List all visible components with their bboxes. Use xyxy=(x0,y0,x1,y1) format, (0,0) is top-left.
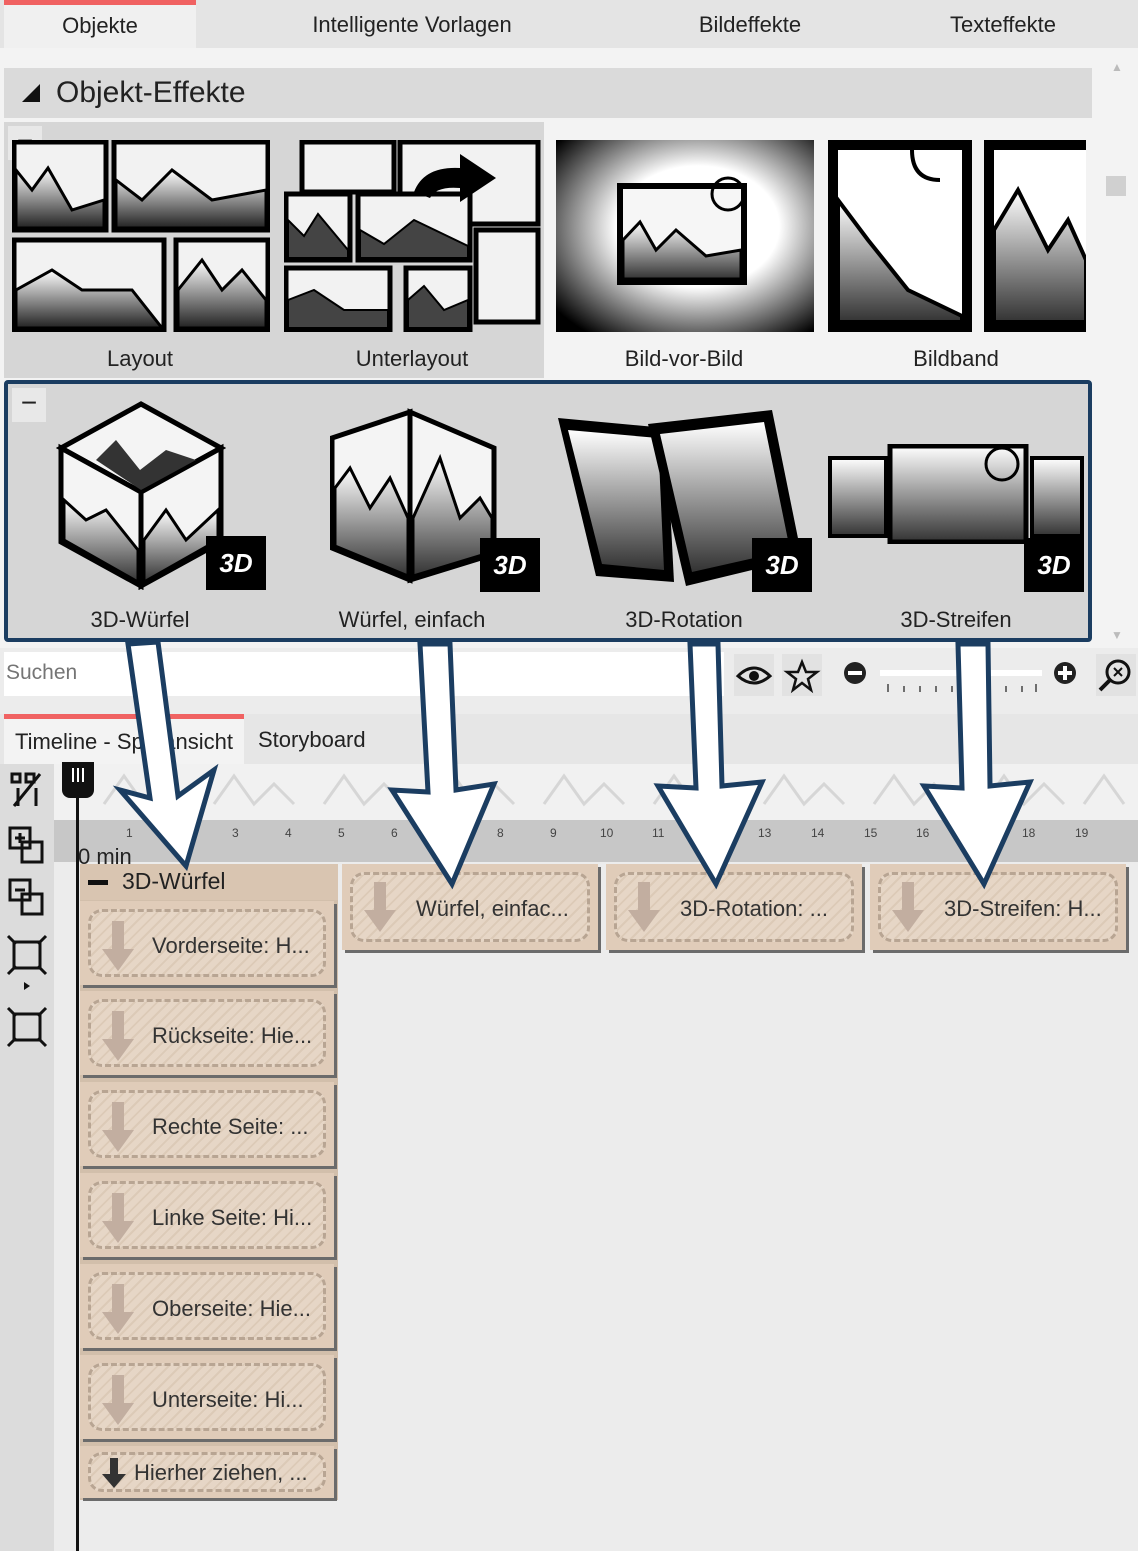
clip-label: 3D-Rotation: ... xyxy=(680,896,828,921)
tab-intelligente-vorlagen[interactable]: Intelligente Vorlagen xyxy=(312,12,512,37)
tile-label-3d-streifen: 3D-Streifen xyxy=(900,607,1012,632)
clip-vorderseite[interactable]: Vorderseite: H... xyxy=(80,901,334,985)
clip-label: Würfel, einfac... xyxy=(416,896,569,921)
eye-icon[interactable] xyxy=(734,654,774,696)
ruler-tick: 16 xyxy=(916,826,930,840)
add-track-icon[interactable] xyxy=(8,826,46,864)
unterlayout-icon[interactable] xyxy=(284,140,542,332)
playhead-handle[interactable] xyxy=(62,762,94,798)
ruler-tick: 5 xyxy=(338,826,345,840)
tab-timeline-spuransicht[interactable]: Timeline - Spuransicht xyxy=(4,714,244,764)
group-header[interactable]: 3D-Würfel xyxy=(80,864,338,900)
panel-scrollbar[interactable]: ▲ ▼ xyxy=(1104,60,1128,645)
tile-label-layout: Layout xyxy=(106,346,174,371)
clip-3d-streifen[interactable]: 3D-Streifen: H... xyxy=(870,864,1126,950)
ruler-tick: 1 xyxy=(126,826,133,840)
ruler-tick: 8 xyxy=(497,826,504,840)
clip-label: 3D-Streifen: H... xyxy=(944,896,1102,921)
zoom-slider[interactable] xyxy=(880,668,1042,696)
collapse-dash-icon[interactable] xyxy=(88,880,108,885)
section-header[interactable]: Objekt-Effekte xyxy=(4,68,1092,118)
tile-label-bild-vor-bild: Bild-vor-Bild xyxy=(624,346,744,371)
clip-label: Rechte Seite: ... xyxy=(152,1114,309,1139)
clip-label: Vorderseite: H... xyxy=(152,933,310,958)
top-tab-bar: Objekte Intelligente Vorlagen Bildeffekt… xyxy=(0,0,1138,48)
tab-texteffekte[interactable]: Texteffekte xyxy=(950,12,1056,37)
tile-label-3d-rotation: 3D-Rotation xyxy=(625,607,743,632)
zoom-out-icon[interactable] xyxy=(842,660,868,686)
ruler-tick: 18 xyxy=(1022,826,1036,840)
3d-streifen-icon[interactable]: 3D xyxy=(828,444,1084,592)
collapse-3d-group-button[interactable]: − xyxy=(12,388,46,422)
clip-oberseite[interactable]: Oberseite: Hie... xyxy=(80,1264,334,1348)
ruler-tick: 2 xyxy=(179,826,186,840)
clip-linke-seite[interactable]: Linke Seite: Hi... xyxy=(80,1173,334,1257)
3d-badge: 3D xyxy=(752,538,812,592)
clip-3d-rotation[interactable]: 3D-Rotation: ... xyxy=(606,864,862,950)
3d-badge: 3D xyxy=(206,536,266,590)
3d-badge: 3D xyxy=(480,538,540,592)
ruler-tick: 11 xyxy=(652,826,665,840)
clip-unterseite[interactable]: Unterseite: Hi... xyxy=(80,1355,334,1439)
split-track-icon[interactable] xyxy=(8,770,46,808)
ruler-tick: 19 xyxy=(1075,826,1089,840)
3d-rotation-icon[interactable]: 3D xyxy=(556,408,812,592)
ruler-tick: 13 xyxy=(758,826,772,840)
remove-track-icon[interactable] xyxy=(8,878,46,916)
zoom-fit-icon[interactable] xyxy=(1096,654,1136,696)
clip-label: Hierher ziehen, ... xyxy=(134,1460,308,1485)
scroll-thumb[interactable] xyxy=(1106,176,1126,196)
tile-label-bildband: Bildband xyxy=(913,346,999,371)
clip-label: Rückseite: Hie... xyxy=(152,1023,313,1048)
tab-storyboard[interactable]: Storyboard xyxy=(258,727,366,752)
star-icon[interactable] xyxy=(782,654,822,696)
expand-tracks-icon[interactable] xyxy=(6,1006,48,1048)
scroll-up-icon[interactable]: ▲ xyxy=(1111,60,1123,74)
bildband-icon[interactable] xyxy=(828,140,1086,332)
clip-rueckseite[interactable]: Rückseite: Hie... xyxy=(80,991,334,1075)
search-field[interactable] xyxy=(4,652,724,696)
tile-label-wuerfel-einfach: Würfel, einfach xyxy=(338,607,486,632)
ruler-tick: 4 xyxy=(285,826,292,840)
ruler-tick: 7 xyxy=(444,826,451,840)
triangle-icon[interactable] xyxy=(22,84,40,102)
ruler-tick: 17 xyxy=(969,826,983,840)
tab-bildeffekte[interactable]: Bildeffekte xyxy=(698,12,802,37)
ruler-tick: 15 xyxy=(864,826,878,840)
clip-label: Unterseite: Hi... xyxy=(152,1387,304,1412)
waveform-strip xyxy=(54,764,1138,820)
ruler-tick: 3 xyxy=(232,826,239,840)
3d-badge: 3D xyxy=(1024,538,1084,592)
clip-rechte-seite[interactable]: Rechte Seite: ... xyxy=(80,1082,334,1166)
ruler-tick: 9 xyxy=(550,826,557,840)
clip-wuerfel-einfach[interactable]: Würfel, einfac... xyxy=(342,864,598,950)
ruler-tick: 6 xyxy=(391,826,398,840)
group-title: 3D-Würfel xyxy=(122,868,226,894)
ruler-tick: 14 xyxy=(811,826,825,840)
3d-wuerfel-icon[interactable]: 3D xyxy=(56,400,266,590)
bild-vor-bild-icon[interactable] xyxy=(556,140,814,332)
section-title: Objekt-Effekte xyxy=(56,76,246,109)
playhead-line[interactable] xyxy=(76,764,79,1551)
timeline-tab-bar: Timeline - Spuransicht Storyboard xyxy=(0,714,1138,764)
wuerfel-einfach-icon[interactable]: 3D xyxy=(330,408,540,592)
drop-target-clip[interactable]: Hierher ziehen, ... xyxy=(80,1446,334,1498)
time-ruler[interactable]: 0 min 1 2 3 4 5 6 7 8 9 10 11 12 13 14 1… xyxy=(54,820,1138,869)
tab-objekte[interactable]: Objekte xyxy=(4,0,196,48)
scroll-down-icon[interactable]: ▼ xyxy=(1111,628,1123,642)
clip-label: Linke Seite: Hi... xyxy=(152,1205,313,1230)
tile-label-3d-wuerfel: 3D-Würfel xyxy=(90,607,190,632)
clip-label: Oberseite: Hie... xyxy=(152,1296,311,1321)
tile-label-unterlayout: Unterlayout xyxy=(355,346,469,371)
collapse-tracks-icon[interactable] xyxy=(6,934,48,990)
layout-icon[interactable] xyxy=(12,140,270,332)
ruler-tick: 10 xyxy=(600,826,614,840)
zoom-in-icon[interactable] xyxy=(1052,660,1078,686)
ruler-tick: 12 xyxy=(705,826,719,840)
timeline-toolbar xyxy=(0,764,54,1551)
search-input[interactable] xyxy=(4,652,708,694)
